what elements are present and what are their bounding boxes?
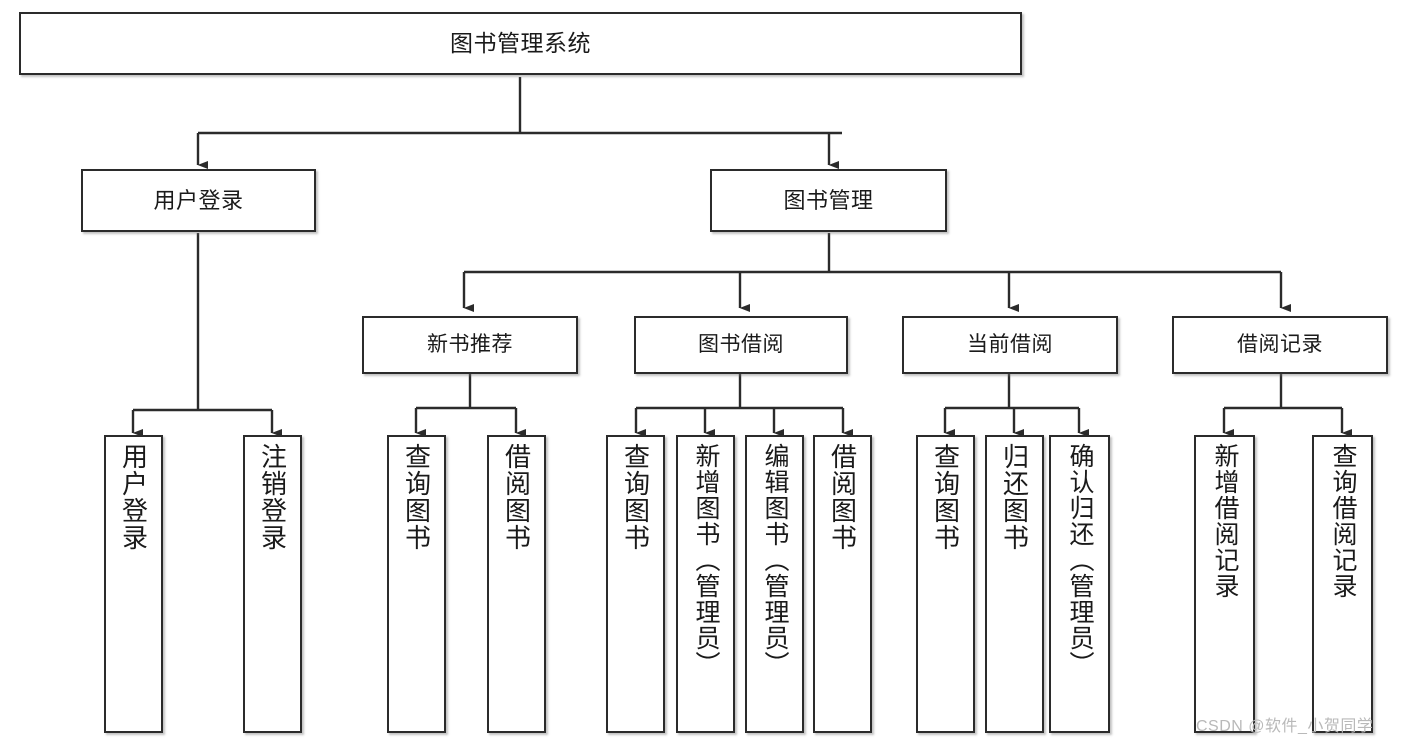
node-book-borrow[interactable]: 图书借阅 [634,316,848,374]
node-label: 查询图书 [930,443,961,551]
node-label: 借阅记录 [1237,332,1323,356]
node-book-management[interactable]: 图书管理 [710,169,947,232]
node-leaf-query-book-3[interactable]: 查询图书 [916,435,975,733]
node-leaf-borrow-book-2[interactable]: 借阅图书 [813,435,872,733]
csdn-watermark: CSDN @软件_小贺同学 [1196,718,1374,735]
node-label: 新书推荐 [427,332,513,356]
node-new-book-recommend[interactable]: 新书推荐 [362,316,578,374]
node-label: 编辑图书（管理员） [761,443,789,677]
node-leaf-edit-book[interactable]: 编辑图书（管理员） [745,435,804,733]
node-label: 查询图书 [401,443,432,551]
node-label: 新增图书（管理员） [692,443,720,677]
node-leaf-query-record[interactable]: 查询借阅记录 [1312,435,1373,733]
node-label: 图书管理 [783,187,874,213]
node-leaf-add-book[interactable]: 新增图书（管理员） [676,435,735,733]
node-leaf-query-book-2[interactable]: 查询图书 [606,435,665,733]
node-leaf-add-record[interactable]: 新增借阅记录 [1194,435,1255,733]
node-user-login[interactable]: 用户登录 [81,169,316,232]
node-label: 确认归还（管理员） [1066,443,1094,677]
node-leaf-query-book-1[interactable]: 查询图书 [387,435,446,733]
node-label: 查询借阅记录 [1329,443,1357,599]
node-label: 图书借阅 [698,332,784,356]
node-leaf-logout-login[interactable]: 注销登录 [243,435,302,733]
node-label: 当前借阅 [967,332,1053,356]
node-label: 注销登录 [257,443,288,551]
node-label: 归还图书 [999,443,1030,551]
node-leaf-return-book[interactable]: 归还图书 [985,435,1044,733]
node-label: 借阅图书 [827,443,858,551]
node-borrow-record[interactable]: 借阅记录 [1172,316,1388,374]
node-label: 用户登录 [118,443,149,551]
node-label: 借阅图书 [501,443,532,551]
node-label: 用户登录 [153,187,244,213]
node-leaf-user-login[interactable]: 用户登录 [104,435,163,733]
node-root-system[interactable]: 图书管理系统 [19,12,1022,75]
node-label: 查询图书 [620,443,651,551]
node-leaf-confirm-return[interactable]: 确认归还（管理员） [1049,435,1110,733]
node-current-borrow[interactable]: 当前借阅 [902,316,1118,374]
node-label: 新增借阅记录 [1211,443,1239,599]
node-leaf-borrow-book-1[interactable]: 借阅图书 [487,435,546,733]
node-label: 图书管理系统 [450,30,591,57]
